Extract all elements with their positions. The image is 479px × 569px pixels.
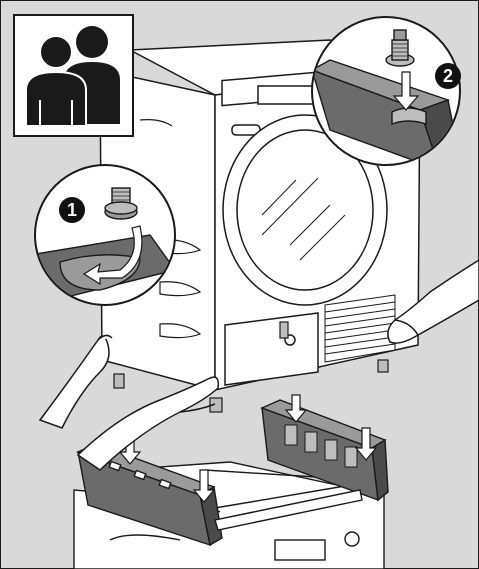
- step-2-number: 2: [443, 66, 453, 86]
- two-persons-icon: [14, 15, 133, 136]
- step-1-number: 1: [67, 200, 77, 220]
